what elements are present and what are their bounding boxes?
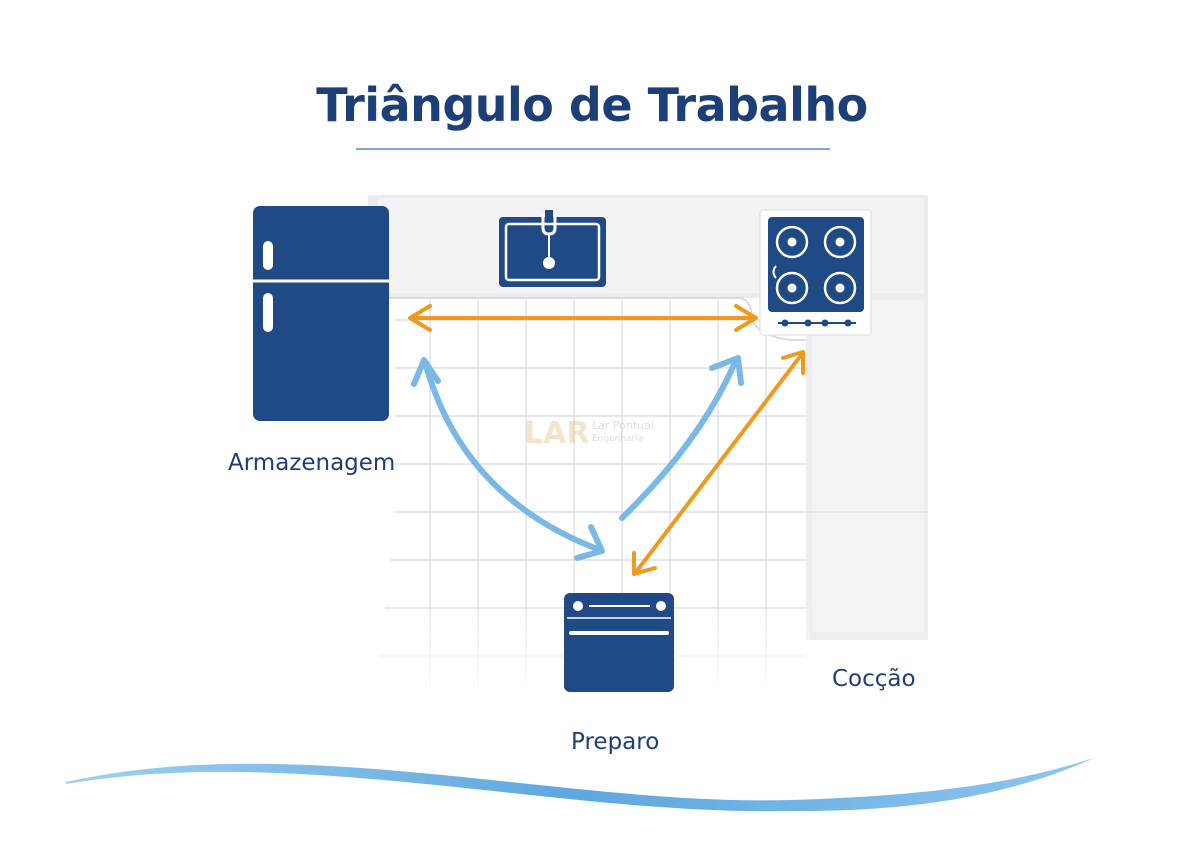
watermark: LAR Lar Pontual Engenharia xyxy=(524,416,654,451)
refrigerator-icon xyxy=(253,206,389,421)
sink-icon xyxy=(499,210,606,287)
label-prep: Preparo xyxy=(571,729,660,755)
title-underline xyxy=(356,148,830,150)
watermark-logo: LAR xyxy=(524,416,589,451)
orange-arrow-cooking-prep xyxy=(632,350,805,576)
oven-icon xyxy=(564,593,674,692)
decorative-wave xyxy=(66,758,1094,812)
page-title: Triângulo de Trabalho xyxy=(316,78,868,132)
label-cooking: Cocção xyxy=(832,666,916,692)
orange-arrow-storage-cooking xyxy=(408,304,758,332)
watermark-name: Lar Pontual xyxy=(592,419,654,432)
watermark-subtitle: Engenharia xyxy=(592,434,643,444)
cooktop-icon xyxy=(759,209,872,336)
label-storage: Armazenagem xyxy=(228,450,396,476)
blue-arrow-storage-prep xyxy=(411,357,605,561)
blue-arrow-prep-cooking xyxy=(619,355,744,521)
